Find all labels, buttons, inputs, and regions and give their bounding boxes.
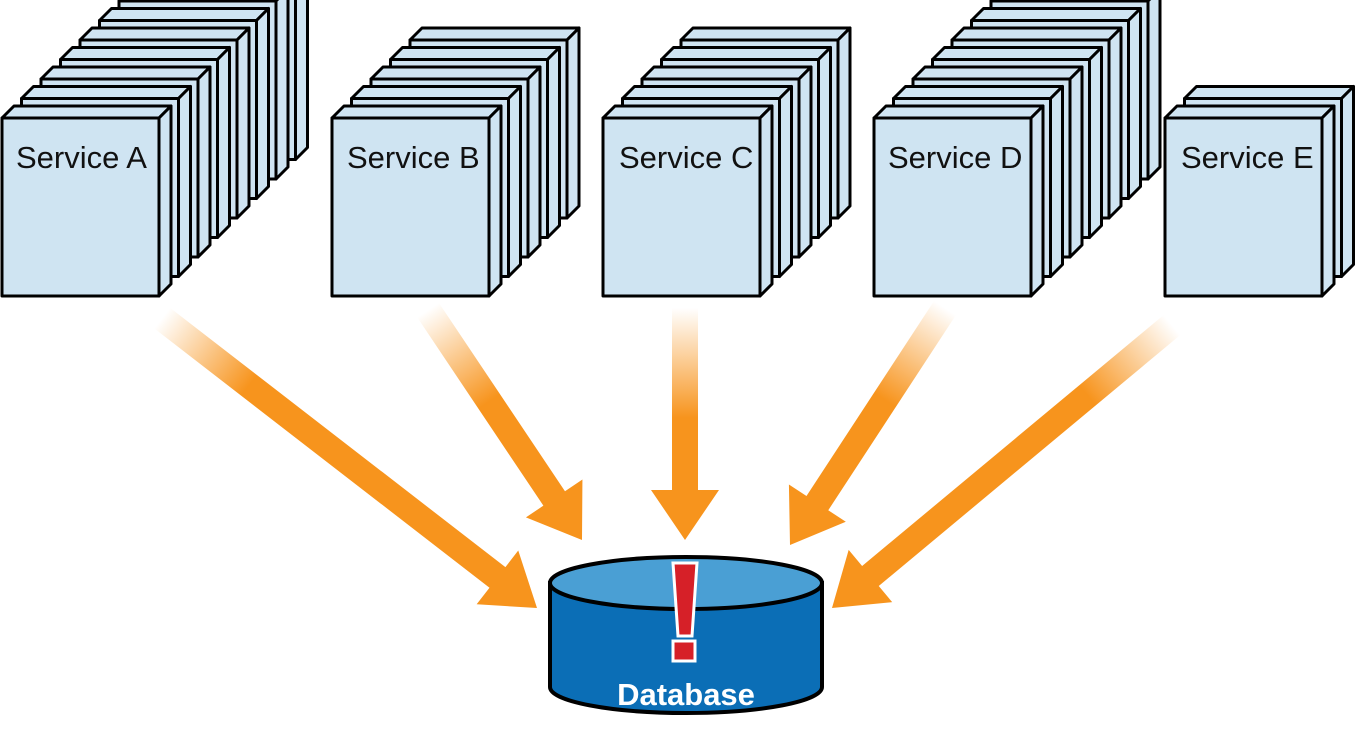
exclamation-icon [671,561,699,663]
service-c-label: Service C [619,140,753,175]
service-front-face [601,104,774,298]
service-a-label: Service A [16,140,147,175]
arrow-service-c-to-database [651,308,719,540]
database-cylinder: Database [548,555,824,715]
service-e-label: Service E [1181,140,1314,175]
arrows [154,300,1181,608]
service-c-box: Service C [601,104,774,298]
service-b-label: Service B [347,140,480,175]
arrow-service-a-to-database [154,307,537,608]
service-front-face [330,104,503,298]
service-d-label: Service D [888,140,1022,175]
service-c-stack: Service C [601,26,852,298]
service-front-face [872,104,1045,298]
service-d-stack: Service D [872,0,1162,298]
arrow-service-b-to-database [417,302,583,540]
service-b-stack: Service B [330,26,581,298]
service-front-face [1163,104,1336,298]
database-label: Database [617,677,755,712]
service-front-face [0,104,173,298]
service-e-stack: Service E [1163,85,1355,298]
service-e-box: Service E [1163,104,1336,298]
service-b-box: Service B [330,104,503,298]
service-a-box: Service A [0,104,173,298]
arrow-service-e-to-database [832,315,1181,608]
arrow-service-d-to-database [788,300,956,545]
service-a-stack: Service A [0,0,309,298]
service-d-box: Service D [872,104,1045,298]
